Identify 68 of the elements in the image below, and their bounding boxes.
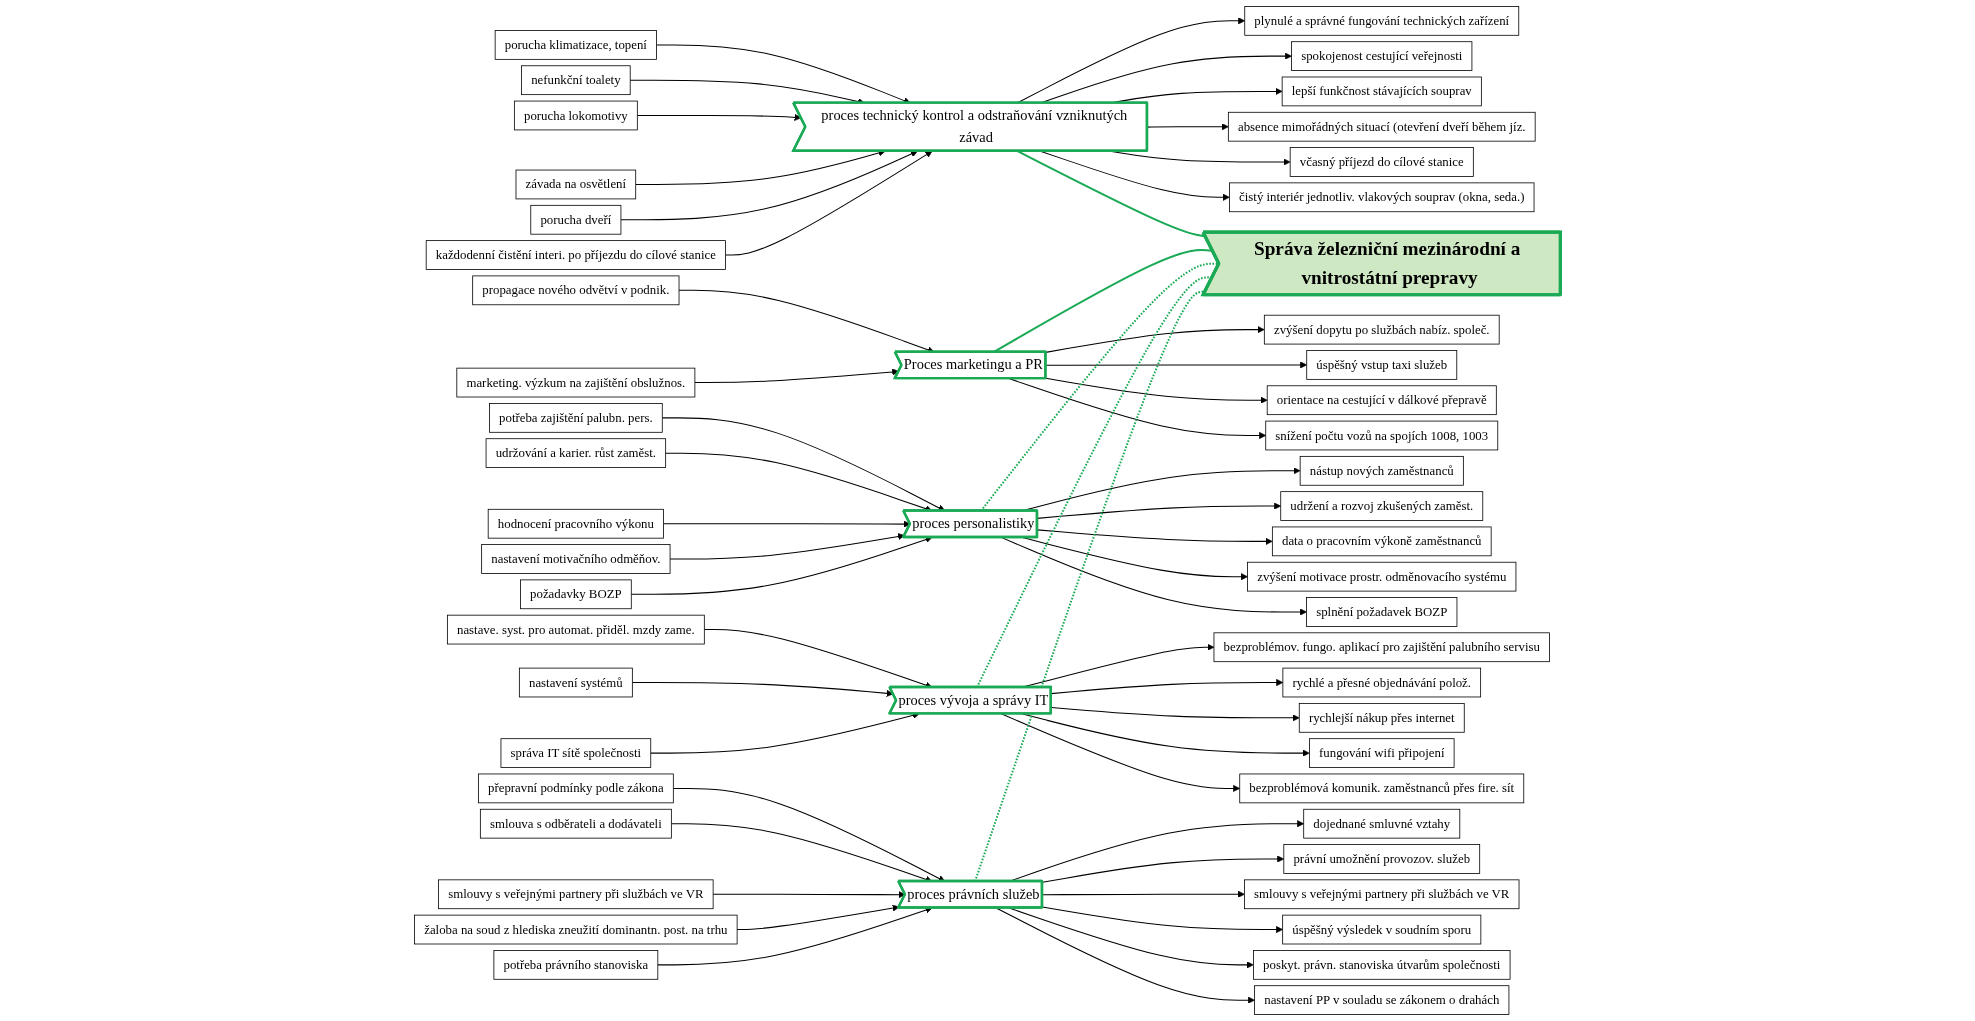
node-box: nastave. syst. pro automat. přiděl. mzdy zame. [447,614,705,645]
node-box: smlouvy s veřejnými partnery při službách ve VR [1244,879,1520,910]
node-box: nástup nových zaměstnanců [1299,455,1464,486]
node-box: zvýšení dopytu po službách nabíz. společ. [1263,314,1500,345]
node-box: fungování wifi připojení [1309,738,1455,768]
node-box: správa IT sítě společnosti [500,738,652,768]
node-box: nefunkční toalety [521,65,631,96]
node-box: každodenní čistění interi. po příjezdu do cílové stanice [425,240,726,270]
node-box: rychlejší nákup přes internet [1298,703,1465,733]
node-box: udržování a karier. růst zaměst. [485,438,667,468]
arrow [1050,707,1300,722]
node-box: hodnocení pracovního výkonu [487,508,664,539]
arrow [657,906,933,966]
node-box: marketing. výzkum na zajištění obslužnos. [456,367,696,398]
node-box: úspěšný vstup taxi služeb [1306,350,1458,380]
arrow [1036,502,1282,519]
arrow [1036,529,1273,545]
node-box: dojednané smluvné vztahy [1303,808,1461,839]
arrow [620,150,918,221]
node-box: včasný příjezd do cílové stanice [1289,147,1474,177]
arrow [636,113,802,121]
node-box: bezproblémová komunik. zaměstnanců přes fire. sít [1239,773,1525,804]
node-box: čistý interiér jednotliv. vlakových souprav (okna, seda.) [1229,182,1535,213]
node-box: smlouva s odběrateli a dodávateli [479,808,672,839]
node-box: žaloba na soud z hlediska zneužití dominantn. post. na trhu [414,914,738,945]
node-box: nastavení motivačního odměňov. [481,544,671,574]
node-box: lepší funkčnost stávajících souprav [1281,76,1482,107]
arrow [1045,326,1265,353]
arrow [1041,890,1245,898]
node-box: rychlé a přesné objednávání polož. [1282,667,1482,698]
node-box: smlouvy s veřejnými partnery při službách ve VR [438,879,714,910]
arrow [736,904,900,931]
arrow [1041,855,1285,883]
node-box: zvýšení motivace prostr. odměnovacího systému [1247,561,1517,592]
node-box: právní umožnění provozov. služeb [1283,844,1481,874]
node-box: nastavení PP v souladu se zákonem o drahách [1254,985,1510,1015]
node-box: potřeba zajištění palubn. pers. [489,403,663,433]
node-box: plynulé a správné fungování technických zařízení [1244,6,1520,36]
node-box: orientace na cestující v dálkové přepravě [1266,385,1497,416]
node-box: udržení a rozvoj zkušených zaměst. [1280,491,1484,521]
arrow [1146,123,1229,131]
arrow [672,787,946,882]
node-box: bezproblémov. fungo. aplikací pro zajištění palubního servisu [1213,632,1550,663]
node-box: poskyt. právn. stanoviska útvarům společnosti [1253,950,1511,980]
arrow [630,536,933,595]
node-box: porucha dveří [530,204,622,235]
arrow [725,150,933,256]
node-box: závada na osvětlení [515,169,637,200]
node-box: porucha lokomotivy [513,100,638,131]
arrow [1050,679,1284,695]
node-box: požadavky BOZP [520,579,632,610]
node-box: nastavení systémů [518,667,633,698]
arrow [1045,377,1268,404]
arrow [1045,361,1308,369]
node-box: úspěšný výsledek v soudním sporu [1282,914,1482,945]
node-box: absence mimořádných situací (otevření dveří během jíz. [1227,111,1536,142]
node-box: snížení počtu vozů na spojích 1008, 1003 [1265,420,1499,451]
arrow [1041,906,1283,934]
node-box: potřeba právního stanoviska [493,950,659,980]
node-box: splnění požadavek BOZP [1306,597,1458,627]
node-box: spokojenost cestující veřejnosti [1291,41,1473,71]
node-box: propagace nového odvětví v podnik. [472,275,680,306]
node-box: data o pracovním výkoně zaměstnanců [1271,526,1492,557]
connector [1017,150,1206,238]
connector [974,290,1206,882]
arrow [669,533,905,560]
node-box: porucha klimatizace, topení [494,30,657,60]
node-box: přepravní podmínky podle zákona [478,773,674,804]
